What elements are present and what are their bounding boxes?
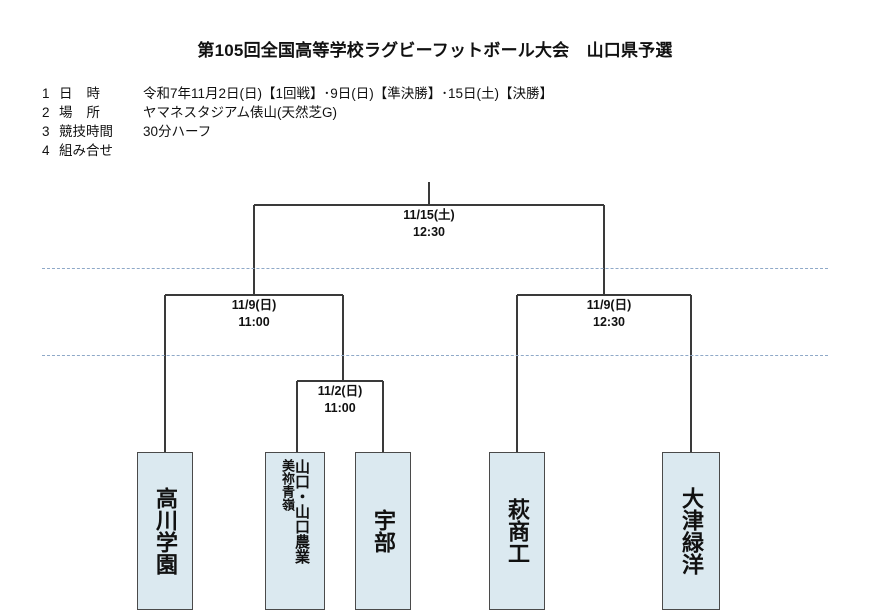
page-title: 第105回全国高等学校ラグビーフットボール大会 山口県予選 xyxy=(197,41,673,60)
match-date: 11/2(日) xyxy=(317,384,363,398)
team-name-secondary: 美祢青嶺 xyxy=(280,459,295,511)
info-number: 1 xyxy=(42,86,50,101)
team-name: 山口・山口農業 xyxy=(293,459,310,564)
info-number: 2 xyxy=(42,105,50,120)
info-number: 4 xyxy=(42,143,50,158)
info-row-draw: 4 組み合せ xyxy=(42,141,553,160)
info-row-duration: 3 競技時間 30分ハーフ xyxy=(42,122,553,141)
team-name: 萩商工 xyxy=(505,498,530,564)
match-time: 11:00 xyxy=(238,315,270,329)
info-value: 30分ハーフ xyxy=(143,124,212,139)
info-label: 場所 xyxy=(59,105,100,120)
info-label: 競技時間 xyxy=(59,124,113,139)
match-label-round1: 11/2(日) 11:00 xyxy=(275,383,405,417)
match-label-semi-left: 11/9(日) 11:00 xyxy=(189,297,319,331)
tournament-info-block: 1 日時 令和7年11月2日(日)【1回戦】･9日(日)【準決勝】･15日(土)… xyxy=(42,84,553,160)
team-name: 大津緑洋 xyxy=(679,487,704,575)
round-separator-upper xyxy=(42,268,828,269)
info-row-date: 1 日時 令和7年11月2日(日)【1回戦】･9日(日)【準決勝】･15日(土)… xyxy=(42,84,553,103)
info-value: ヤマネスタジアム俵山(天然芝G) xyxy=(143,105,338,120)
match-label-semi-right: 11/9(日) 12:30 xyxy=(544,297,674,331)
match-time: 11:00 xyxy=(324,401,356,415)
match-date: 11/9(日) xyxy=(586,298,632,312)
team-box-hagi[interactable]: 萩商工 xyxy=(489,452,545,610)
match-time: 12:30 xyxy=(593,315,625,329)
team-name: 高川学園 xyxy=(153,487,178,575)
info-label: 組み合せ xyxy=(59,143,113,158)
team-box-ube[interactable]: 宇部 xyxy=(355,452,411,610)
team-box-yamaguchi[interactable]: 山口・山口農業 美祢青嶺 xyxy=(265,452,325,610)
info-value: 令和7年11月2日(日)【1回戦】･9日(日)【準決勝】･15日(土)【決勝】 xyxy=(143,86,554,101)
team-name: 宇部 xyxy=(371,509,396,553)
match-label-final: 11/15(土) 12:30 xyxy=(364,207,494,241)
team-box-ohtsu[interactable]: 大津緑洋 xyxy=(662,452,720,610)
info-label: 日時 xyxy=(59,86,100,101)
match-time: 12:30 xyxy=(413,225,445,239)
round-separator-lower xyxy=(42,355,828,356)
info-row-venue: 2 場所 ヤマネスタジアム俵山(天然芝G) xyxy=(42,103,553,122)
match-date: 11/9(日) xyxy=(231,298,277,312)
match-date: 11/15(土) xyxy=(403,208,455,222)
team-box-takagawa[interactable]: 高川学園 xyxy=(137,452,193,610)
info-number: 3 xyxy=(42,124,50,139)
